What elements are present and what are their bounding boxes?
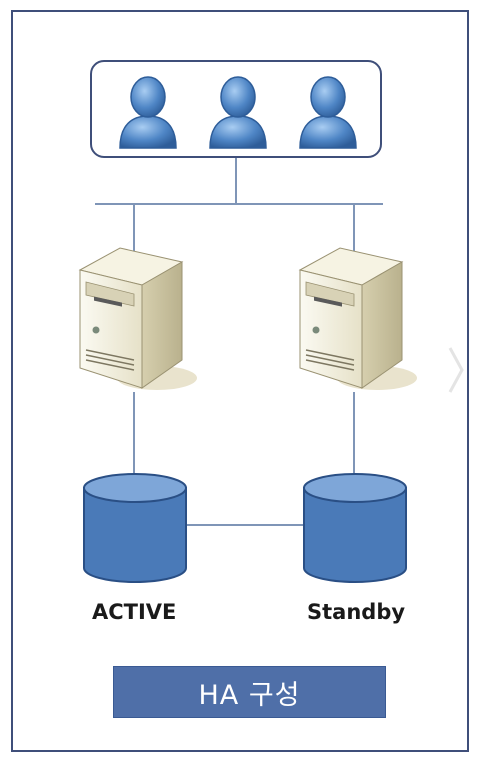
database-icon	[83, 473, 187, 583]
chevron-right-icon	[448, 347, 464, 393]
bus-to-active-server	[133, 203, 135, 255]
user-icon	[209, 76, 267, 149]
user-icon	[299, 76, 357, 149]
ha-caption-text: HA 구성	[198, 679, 301, 711]
network-bus	[95, 203, 383, 205]
server-icon	[298, 247, 417, 390]
diagram-frame	[11, 10, 469, 752]
standby-label: Standby	[307, 600, 406, 624]
active-label: ACTIVE	[92, 600, 177, 624]
db-replication-link	[184, 524, 308, 526]
users-connector	[235, 158, 237, 204]
database-icon	[303, 473, 407, 583]
standby-server-to-db	[353, 392, 355, 476]
users-group	[90, 60, 382, 158]
active-server-to-db	[133, 392, 135, 476]
bus-to-standby-server	[353, 203, 355, 255]
user-icon	[119, 76, 177, 149]
ha-caption: HA 구성	[113, 666, 386, 718]
server-icon	[78, 247, 197, 390]
